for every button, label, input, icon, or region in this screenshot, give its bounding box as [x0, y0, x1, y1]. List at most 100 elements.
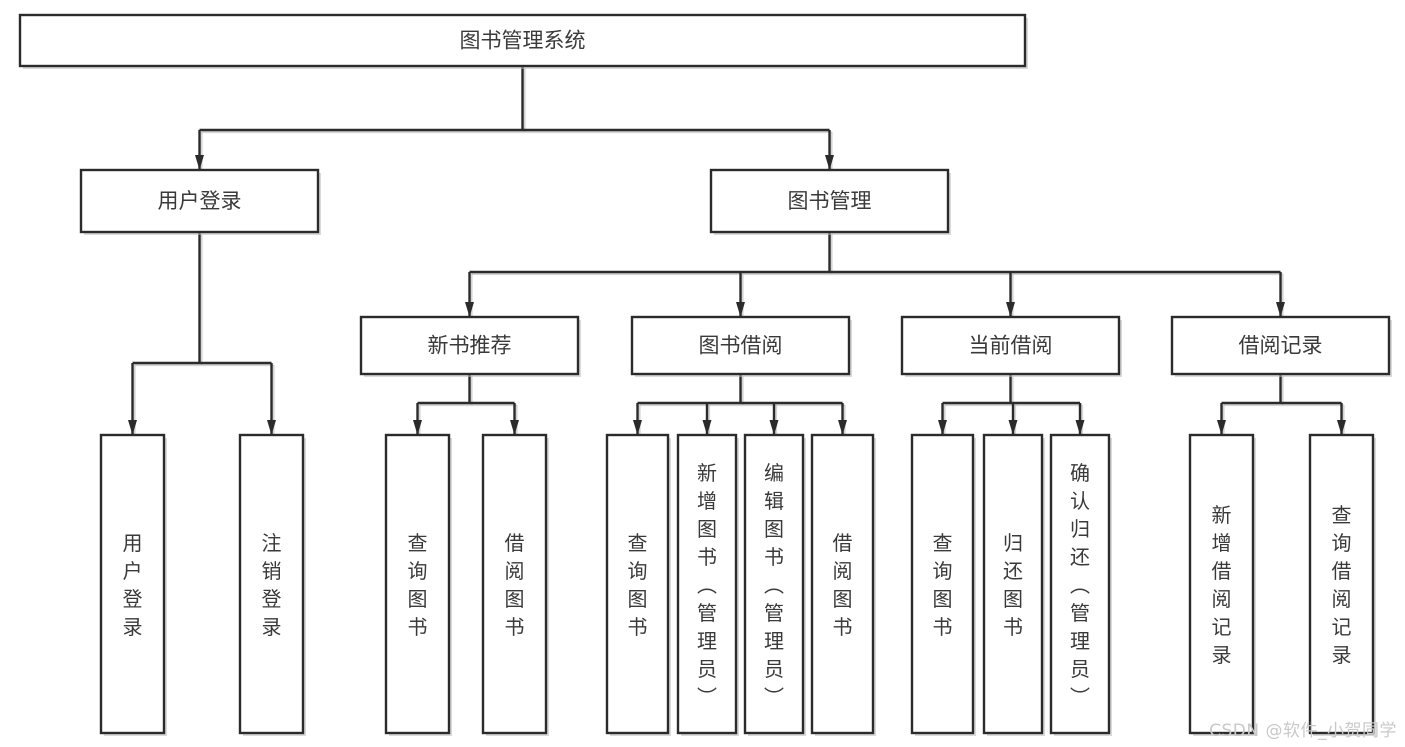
- node-label-char: 认: [1070, 489, 1090, 513]
- node-label-char: 录: [1212, 643, 1232, 667]
- node-label-char: 管: [697, 601, 717, 625]
- node-label-char: 查: [933, 531, 953, 555]
- arrow-head-icon: [1217, 420, 1226, 435]
- arrow-head-icon: [633, 420, 642, 435]
- node-label-char: ︶: [764, 685, 784, 709]
- node-label: 用户登录: [158, 189, 242, 213]
- node-box: [238, 433, 305, 735]
- node-label-char: 录: [262, 615, 282, 639]
- node-label: 借阅记录: [1239, 334, 1323, 358]
- arrow-head-icon: [195, 155, 204, 170]
- node-label: 图书管理系统: [460, 29, 586, 53]
- node-label-char: 图: [764, 517, 784, 541]
- node-box: [384, 433, 451, 735]
- node-box: [1170, 315, 1391, 376]
- node-用户登录[interactable]: 用户登录: [99, 433, 167, 736]
- arrow-head-icon: [1276, 302, 1285, 317]
- node-box: [900, 315, 1121, 376]
- node-label-char: ︵: [697, 573, 717, 597]
- node-label-char: ︵: [764, 573, 784, 597]
- node-图书借阅[interactable]: 图书借阅: [630, 315, 852, 377]
- arrow-head-icon: [1006, 302, 1015, 317]
- node-label-char: 新: [697, 461, 717, 485]
- node-label-char: 登: [123, 587, 143, 611]
- node-box: [481, 433, 548, 735]
- node-新书推荐[interactable]: 新书推荐: [359, 315, 581, 377]
- node-box: [359, 315, 580, 376]
- node-label-char: ︵: [1070, 573, 1090, 597]
- node-box: [910, 433, 975, 735]
- arrow-head-icon: [1008, 420, 1018, 435]
- node-label-char: 书: [628, 615, 648, 639]
- node-label: 新书推荐: [428, 334, 512, 358]
- node-box: [99, 433, 166, 735]
- node-label-char: 录: [123, 615, 143, 639]
- node-label-char: 询: [933, 559, 953, 583]
- arrow-head-icon: [838, 420, 847, 435]
- node-label-char: 书: [408, 615, 428, 639]
- node-box: [810, 433, 875, 735]
- node-box: [18, 13, 1027, 68]
- node-box: [709, 168, 950, 234]
- arrow-head-icon: [267, 420, 276, 435]
- node-label-char: 图: [408, 587, 428, 611]
- node-借阅记录[interactable]: 借阅记录: [1170, 315, 1392, 377]
- node-图书管理[interactable]: 图书管理: [709, 168, 951, 235]
- node-label-char: 阅: [1212, 587, 1232, 611]
- node-label-char: 书: [1003, 615, 1023, 639]
- node-label-char: 录: [1332, 643, 1352, 667]
- edge-group-借阅记录: [1217, 374, 1346, 435]
- node-label-char: 注: [262, 531, 282, 555]
- arrow-head-icon: [1337, 420, 1346, 435]
- node-label-char: 阅: [505, 559, 525, 583]
- node-label: 图书管理: [788, 189, 872, 213]
- node-label-char: 询: [408, 559, 428, 583]
- node-label-char: 记: [1332, 615, 1352, 639]
- node-label-char: 确: [1070, 461, 1090, 485]
- node-label-char: 新: [1212, 503, 1232, 527]
- node-label-char: 辑: [764, 489, 784, 513]
- node-label-char: 图: [628, 587, 648, 611]
- node-label-char: 查: [408, 531, 428, 555]
- node-label-char: 记: [1212, 615, 1232, 639]
- edge-group-图书借阅: [633, 374, 847, 435]
- node-label-char: 查: [1332, 503, 1352, 527]
- node-label-char: 借: [833, 531, 853, 555]
- node-label-char: 增: [697, 489, 717, 513]
- node-label-char: 询: [628, 559, 648, 583]
- node-label-char: 增: [1212, 531, 1232, 555]
- node-当前借阅[interactable]: 当前借阅: [900, 315, 1122, 377]
- node-用户登录[interactable]: 用户登录: [79, 168, 321, 235]
- node-label-char: 图: [833, 587, 853, 611]
- node-label-char: 图: [697, 517, 717, 541]
- node-label-char: 查: [628, 531, 648, 555]
- node-label-char: 书: [764, 545, 784, 569]
- node-label-char: 理: [764, 629, 784, 653]
- node-label-char: ︶: [697, 685, 717, 709]
- node-label-char: 登: [262, 587, 282, 611]
- node-图书管理系统[interactable]: 图书管理系统: [18, 13, 1028, 69]
- edge-group-新书推荐: [413, 374, 519, 435]
- arrow-head-icon: [413, 420, 422, 435]
- node-label-char: 借: [1332, 559, 1352, 583]
- node-label-char: 还: [1070, 545, 1090, 569]
- node-label-char: 图: [933, 587, 953, 611]
- node-box: [1049, 433, 1111, 735]
- node-label-char: 书: [933, 615, 953, 639]
- arrow-head-icon: [1075, 420, 1085, 435]
- node-label-char: 销: [262, 559, 282, 583]
